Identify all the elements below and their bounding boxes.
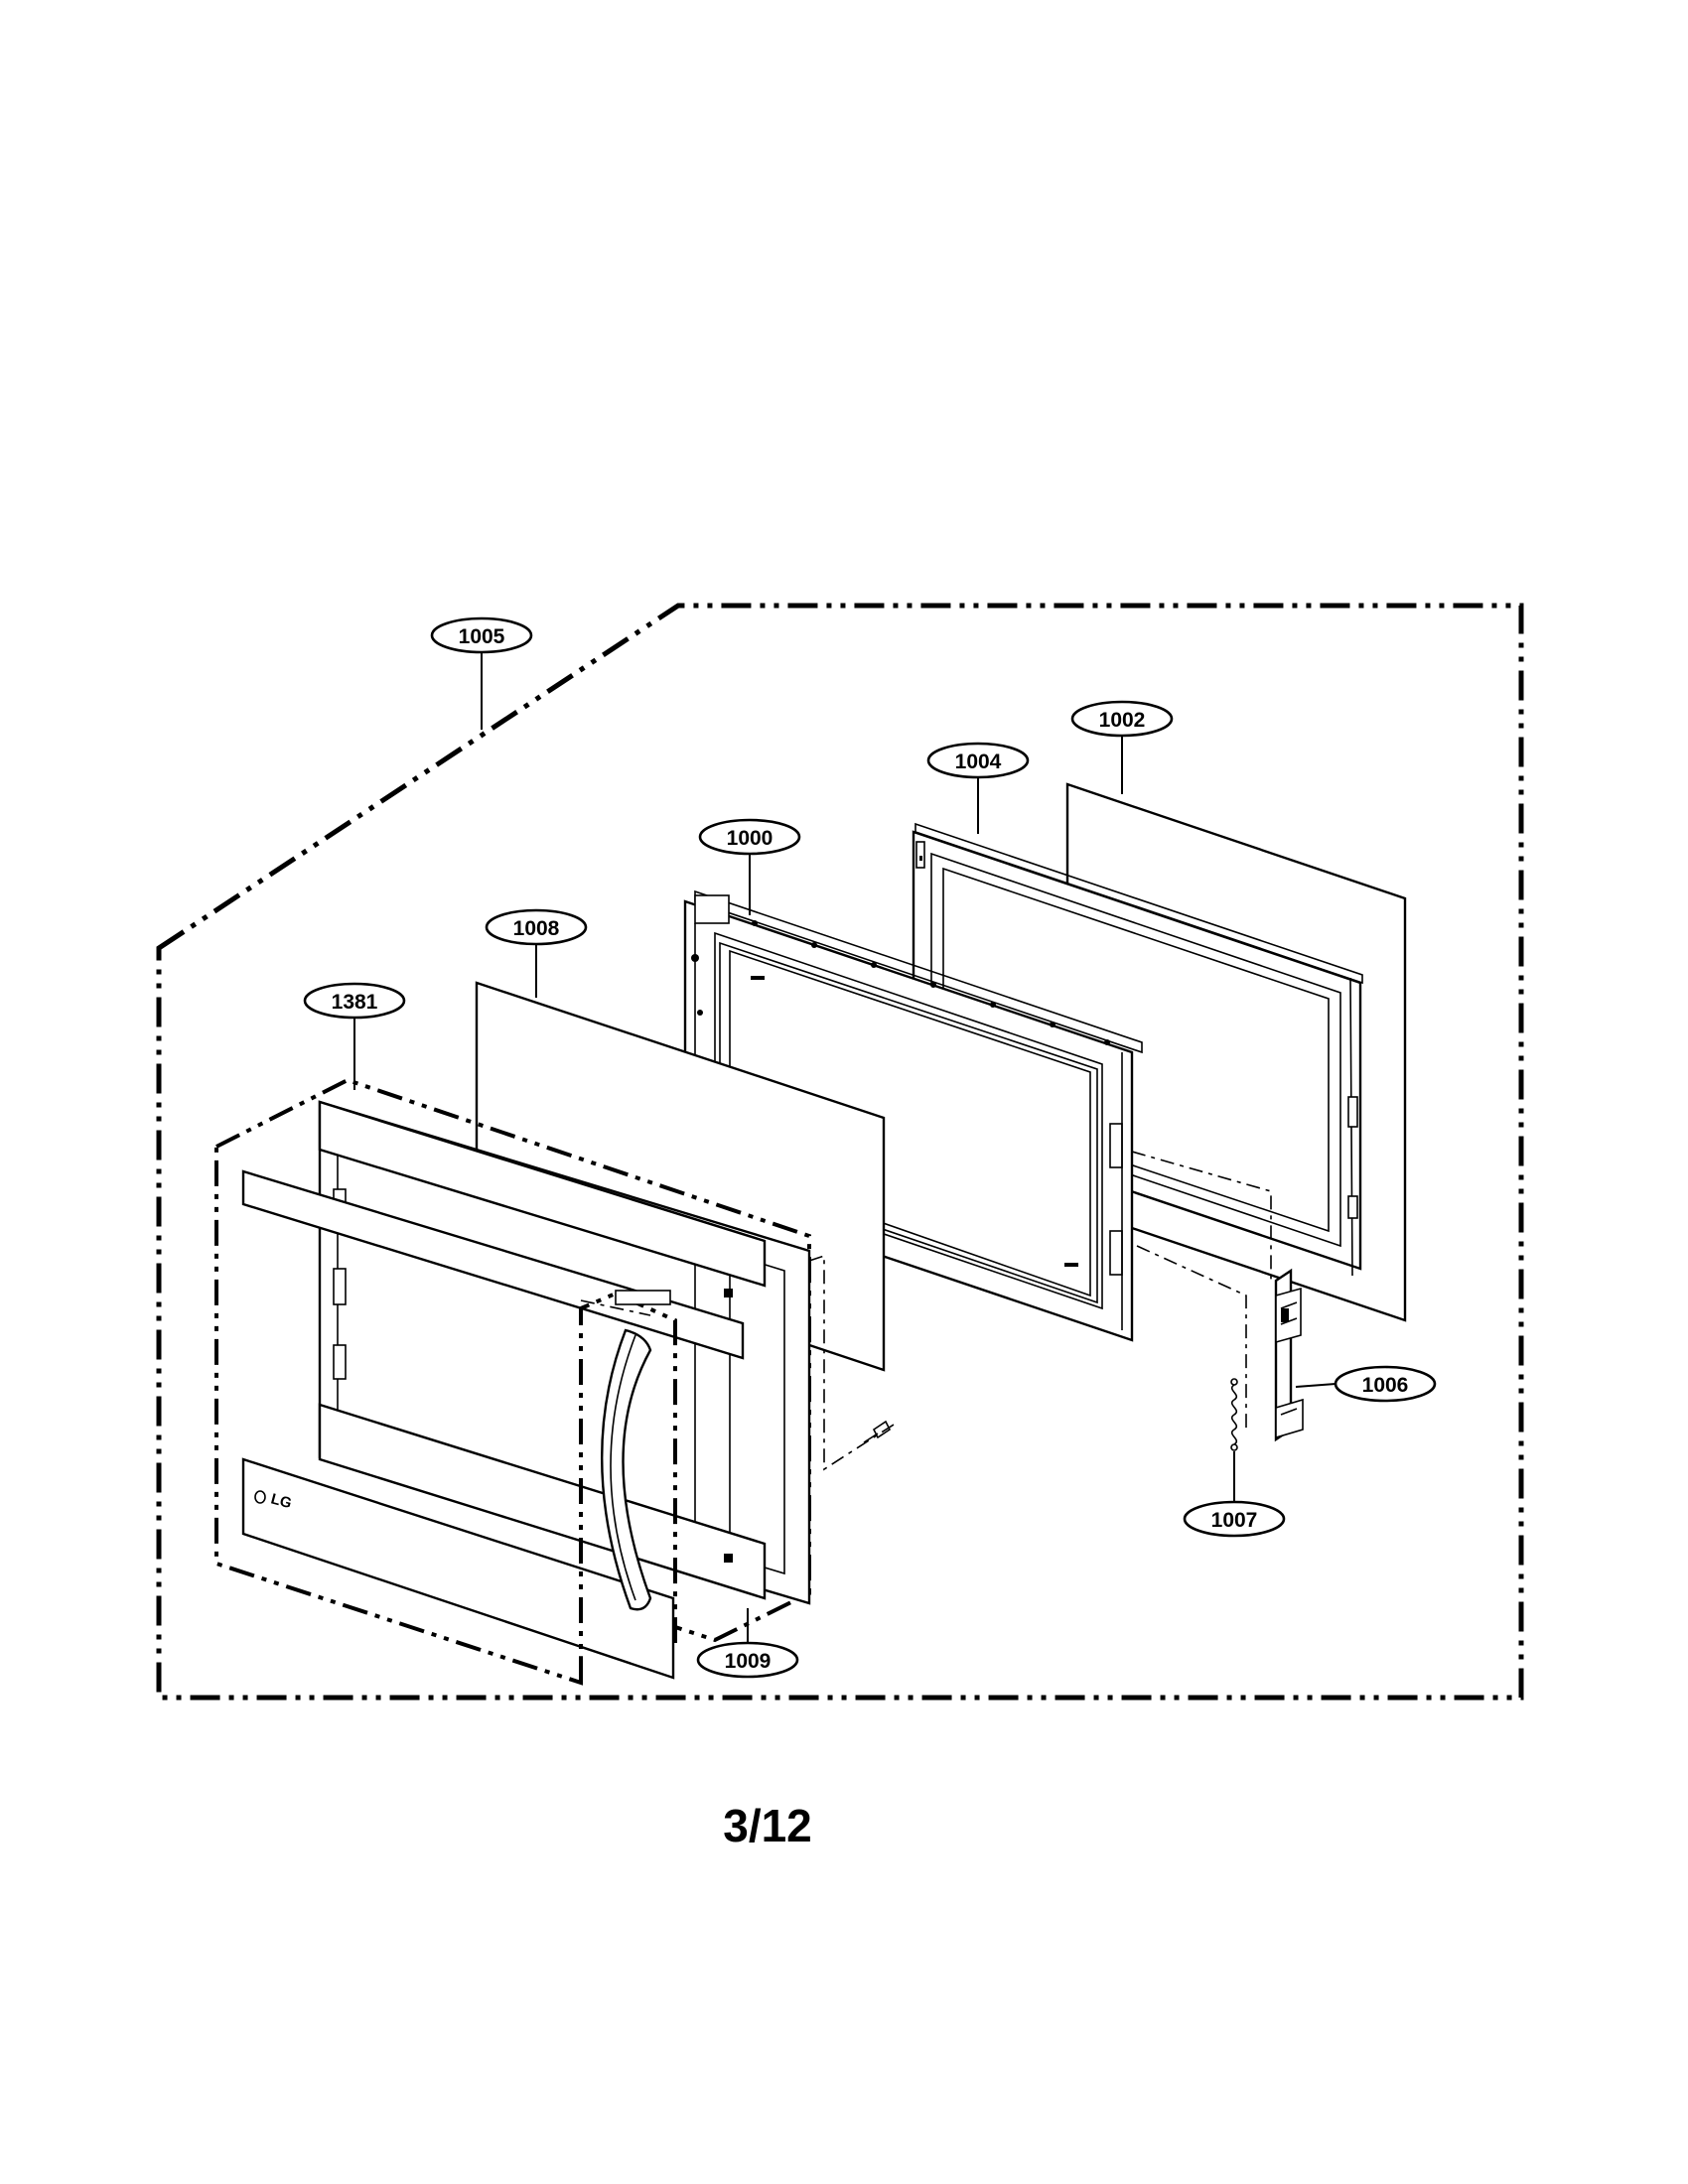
- phantom-line-door-rail: [580, 1299, 651, 1316]
- callout-label-1381: 1381: [332, 991, 378, 1014]
- callout-1006: 1006: [1334, 1365, 1437, 1403]
- assembly-boundary-1005: [156, 603, 1524, 1701]
- callout-label-1009: 1009: [725, 1650, 772, 1673]
- callout-1007: 1007: [1183, 1500, 1286, 1538]
- part-1009-handle: [579, 1290, 677, 1683]
- callout-1000: 1000: [698, 818, 801, 856]
- leader-1006: [1295, 1383, 1336, 1388]
- callout-1008: 1008: [485, 908, 588, 946]
- brand-logo-text: LG: [269, 1490, 294, 1512]
- part-1007-spring: [1230, 1378, 1238, 1451]
- callout-label-1008: 1008: [513, 917, 560, 940]
- callout-1009: 1009: [696, 1641, 799, 1679]
- callout-label-1006: 1006: [1362, 1374, 1409, 1397]
- callout-1004: 1004: [926, 742, 1030, 779]
- callout-1005: 1005: [430, 616, 533, 654]
- page-number: 3/12: [723, 1800, 812, 1851]
- subassembly-boundary-1381: [214, 1077, 811, 1686]
- callout-label-1002: 1002: [1099, 709, 1146, 732]
- callout-label-1000: 1000: [727, 827, 774, 850]
- screw: [863, 1420, 892, 1443]
- phantom-line-door-to-frame: [808, 1254, 895, 1471]
- callout-1002: 1002: [1070, 700, 1174, 738]
- callout-label-1005: 1005: [459, 625, 505, 648]
- callout-label-1007: 1007: [1211, 1509, 1258, 1532]
- callout-1381: 1381: [303, 982, 406, 1020]
- part-1381-door-assembly: LG: [241, 1100, 811, 1680]
- phantom-line-latch-lower: [1136, 1245, 1247, 1430]
- part-1006-latch: [1274, 1268, 1304, 1442]
- callout-label-1004: 1004: [955, 751, 1002, 773]
